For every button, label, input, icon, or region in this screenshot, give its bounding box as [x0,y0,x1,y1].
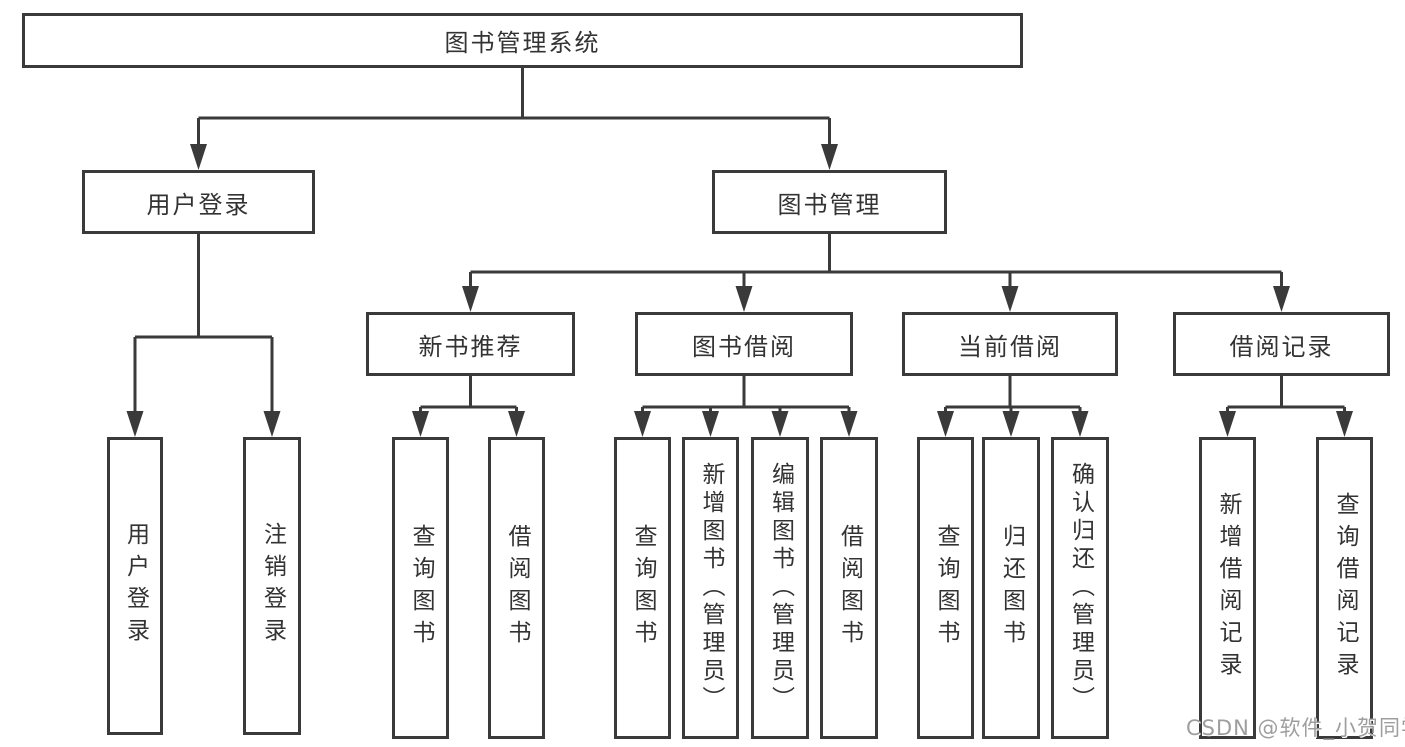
node-return-books: 归还图书 [982,437,1040,739]
node-label: 归还图书 [998,524,1025,652]
node-label: 查询图书 [933,524,959,652]
node-label: 注销登录 [259,522,286,650]
node-query-books-2: 查询图书 [614,437,671,739]
arrowhead [821,144,838,170]
node-borrowing-records: 借阅记录 [1173,312,1390,376]
node-edit-books-admin: 编辑图书（管理员） [751,437,809,739]
node-label: 图书管理 [777,190,882,219]
node-label: 查询图书 [630,524,656,652]
node-current-borrowing: 当前借阅 [902,312,1118,376]
arrowhead [771,411,789,437]
arrowhead [1002,411,1020,437]
arrowhead [1336,411,1353,437]
arrowhead [702,411,719,437]
connector-path [133,68,1346,413]
node-label: 图书管理系统 [444,29,601,57]
node-add-books-admin: 新增图书（管理员） [682,437,739,739]
arrowheads [126,144,1353,437]
arrowhead [735,286,753,312]
arrowhead [263,411,281,437]
arrowhead [126,411,144,437]
arrowhead [937,411,954,437]
arrowhead [1273,286,1290,312]
arrowhead [1001,286,1019,312]
node-query-books-1: 查询图书 [392,437,449,739]
arrowhead [1219,411,1236,437]
arrowhead [634,411,651,437]
node-label: 用户登录 [146,190,251,219]
node-user-login-action: 用户登录 [107,437,163,735]
node-label: 新增图书（管理员） [698,462,724,714]
node-label: 当前借阅 [958,332,1062,361]
node-borrow-books-1: 借阅图书 [488,437,545,739]
node-new-book-recommendation: 新书推荐 [366,312,575,376]
node-book-management: 图书管理 [712,170,947,234]
node-label: 确认归还（管理员） [1067,462,1094,714]
node-label: 查询借阅记录 [1332,492,1358,684]
arrowhead [412,411,429,437]
arrowhead [1071,411,1089,437]
node-confirm-return-admin: 确认归还（管理员） [1051,437,1109,739]
node-add-borrow-record: 新增借阅记录 [1199,437,1256,739]
node-borrow-books-2: 借阅图书 [820,437,878,739]
node-query-borrow-record: 查询借阅记录 [1316,437,1373,739]
node-label: 借阅图书 [504,524,530,652]
node-label: 新增借阅记录 [1215,492,1241,684]
node-label: 编辑图书（管理员） [767,462,794,714]
node-label: 借阅图书 [836,524,863,652]
node-logout-action: 注销登录 [243,437,301,735]
arrowhead [508,411,525,437]
node-label: 查询图书 [408,524,434,652]
node-query-books-3: 查询图书 [917,437,974,739]
arrowhead [462,286,479,312]
node-label: 图书借阅 [692,332,796,361]
node-label: 借阅记录 [1229,332,1334,361]
node-label: 新书推荐 [418,332,523,361]
node-user-login: 用户登录 [82,170,315,234]
csdn-watermark: CSDN @软件_小贺同学 [1186,716,1405,740]
node-book-borrowing: 图书借阅 [635,312,853,376]
node-label: 用户登录 [122,522,149,650]
arrowhead [190,144,207,170]
node-book-management-system: 图书管理系统 [22,13,1023,68]
arrowhead [840,411,858,437]
